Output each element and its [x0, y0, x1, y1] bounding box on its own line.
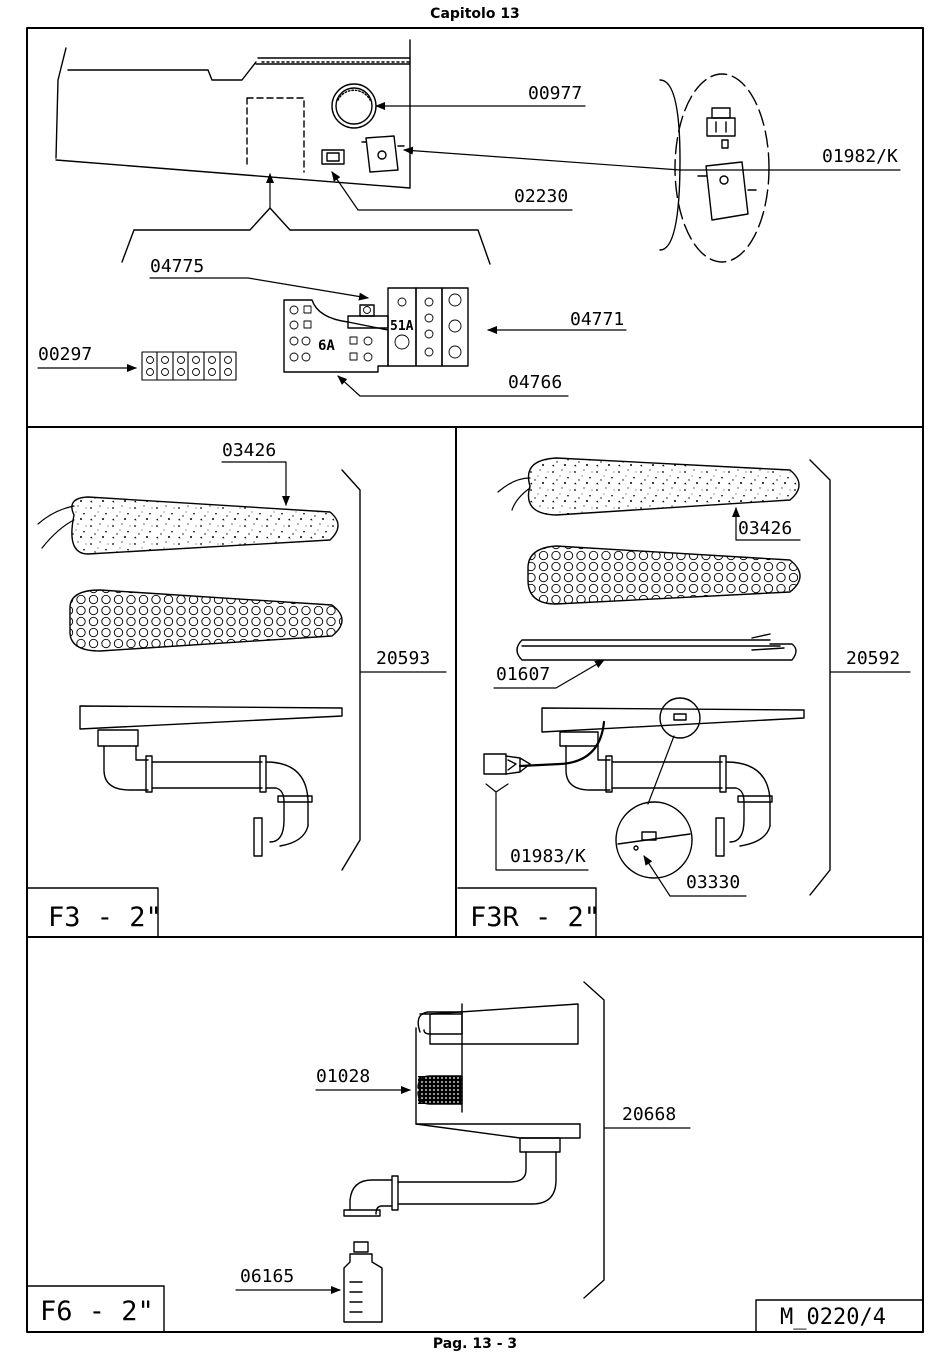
- filter-housing: [416, 1004, 580, 1138]
- burner-plate-f3r: [528, 546, 800, 604]
- label-bottle: 06165: [240, 1266, 294, 1287]
- sensor-icon-small: [674, 714, 686, 720]
- connector-strip: [142, 352, 236, 380]
- burner-pipe-f3: [80, 706, 342, 856]
- holder-icon: [362, 136, 404, 172]
- model-f3r: F3R - 2": [470, 902, 600, 933]
- heater-icon: [517, 634, 796, 660]
- label-relay: 04766: [508, 372, 562, 393]
- label-filter: 01028: [316, 1066, 370, 1087]
- burner-cover-f3r: [498, 458, 799, 515]
- sensor-detail-large: [616, 802, 692, 878]
- document-code: M_0220/4: [780, 1305, 886, 1330]
- group-brace-f3: [342, 470, 360, 870]
- control-box: [56, 40, 410, 188]
- frame: [27, 28, 923, 1332]
- switch-icon: [322, 150, 344, 164]
- cable-connector-icon: [484, 754, 530, 774]
- label-assembly-f3r: 20592: [846, 648, 900, 669]
- bottle-icon: [344, 1242, 382, 1322]
- label-assembly-f6: 20668: [622, 1104, 676, 1125]
- terminal-rating: 51A: [390, 319, 414, 334]
- group-brace-f3r: [810, 460, 830, 895]
- terminal-block: [284, 288, 468, 372]
- detail-bracket: [660, 80, 680, 250]
- burner-cover-f3: [38, 497, 338, 554]
- label-switch: 02230: [514, 186, 568, 207]
- model-f6: F6 - 2": [40, 1296, 154, 1327]
- label-heater: 01607: [496, 664, 550, 685]
- label-contact: 04775: [150, 256, 204, 277]
- label-cable: 01983/K: [510, 846, 586, 867]
- relay-rating: 6A: [318, 338, 335, 354]
- sensor-detail-small: [660, 698, 700, 738]
- burner-plate-f3: [70, 590, 342, 651]
- gauge-icon: [332, 84, 376, 128]
- label-sensor: 03330: [686, 872, 740, 893]
- label-burner-cover-f3r: 03426: [738, 518, 792, 539]
- holder-detail: [675, 74, 769, 262]
- label-assembly-f3: 20593: [376, 648, 430, 669]
- label-holder: 01982/K: [822, 146, 898, 167]
- label-gauge: 00977: [528, 83, 582, 104]
- group-brace-f6: [584, 982, 604, 1298]
- burner-pipe-f3r: [520, 708, 804, 856]
- filter-pipe: [344, 1138, 560, 1216]
- label-connector: 00297: [38, 344, 92, 365]
- model-f3: F3 - 2": [48, 902, 162, 933]
- label-terminal: 04771: [570, 309, 624, 330]
- label-burner-cover-f3: 03426: [222, 440, 276, 461]
